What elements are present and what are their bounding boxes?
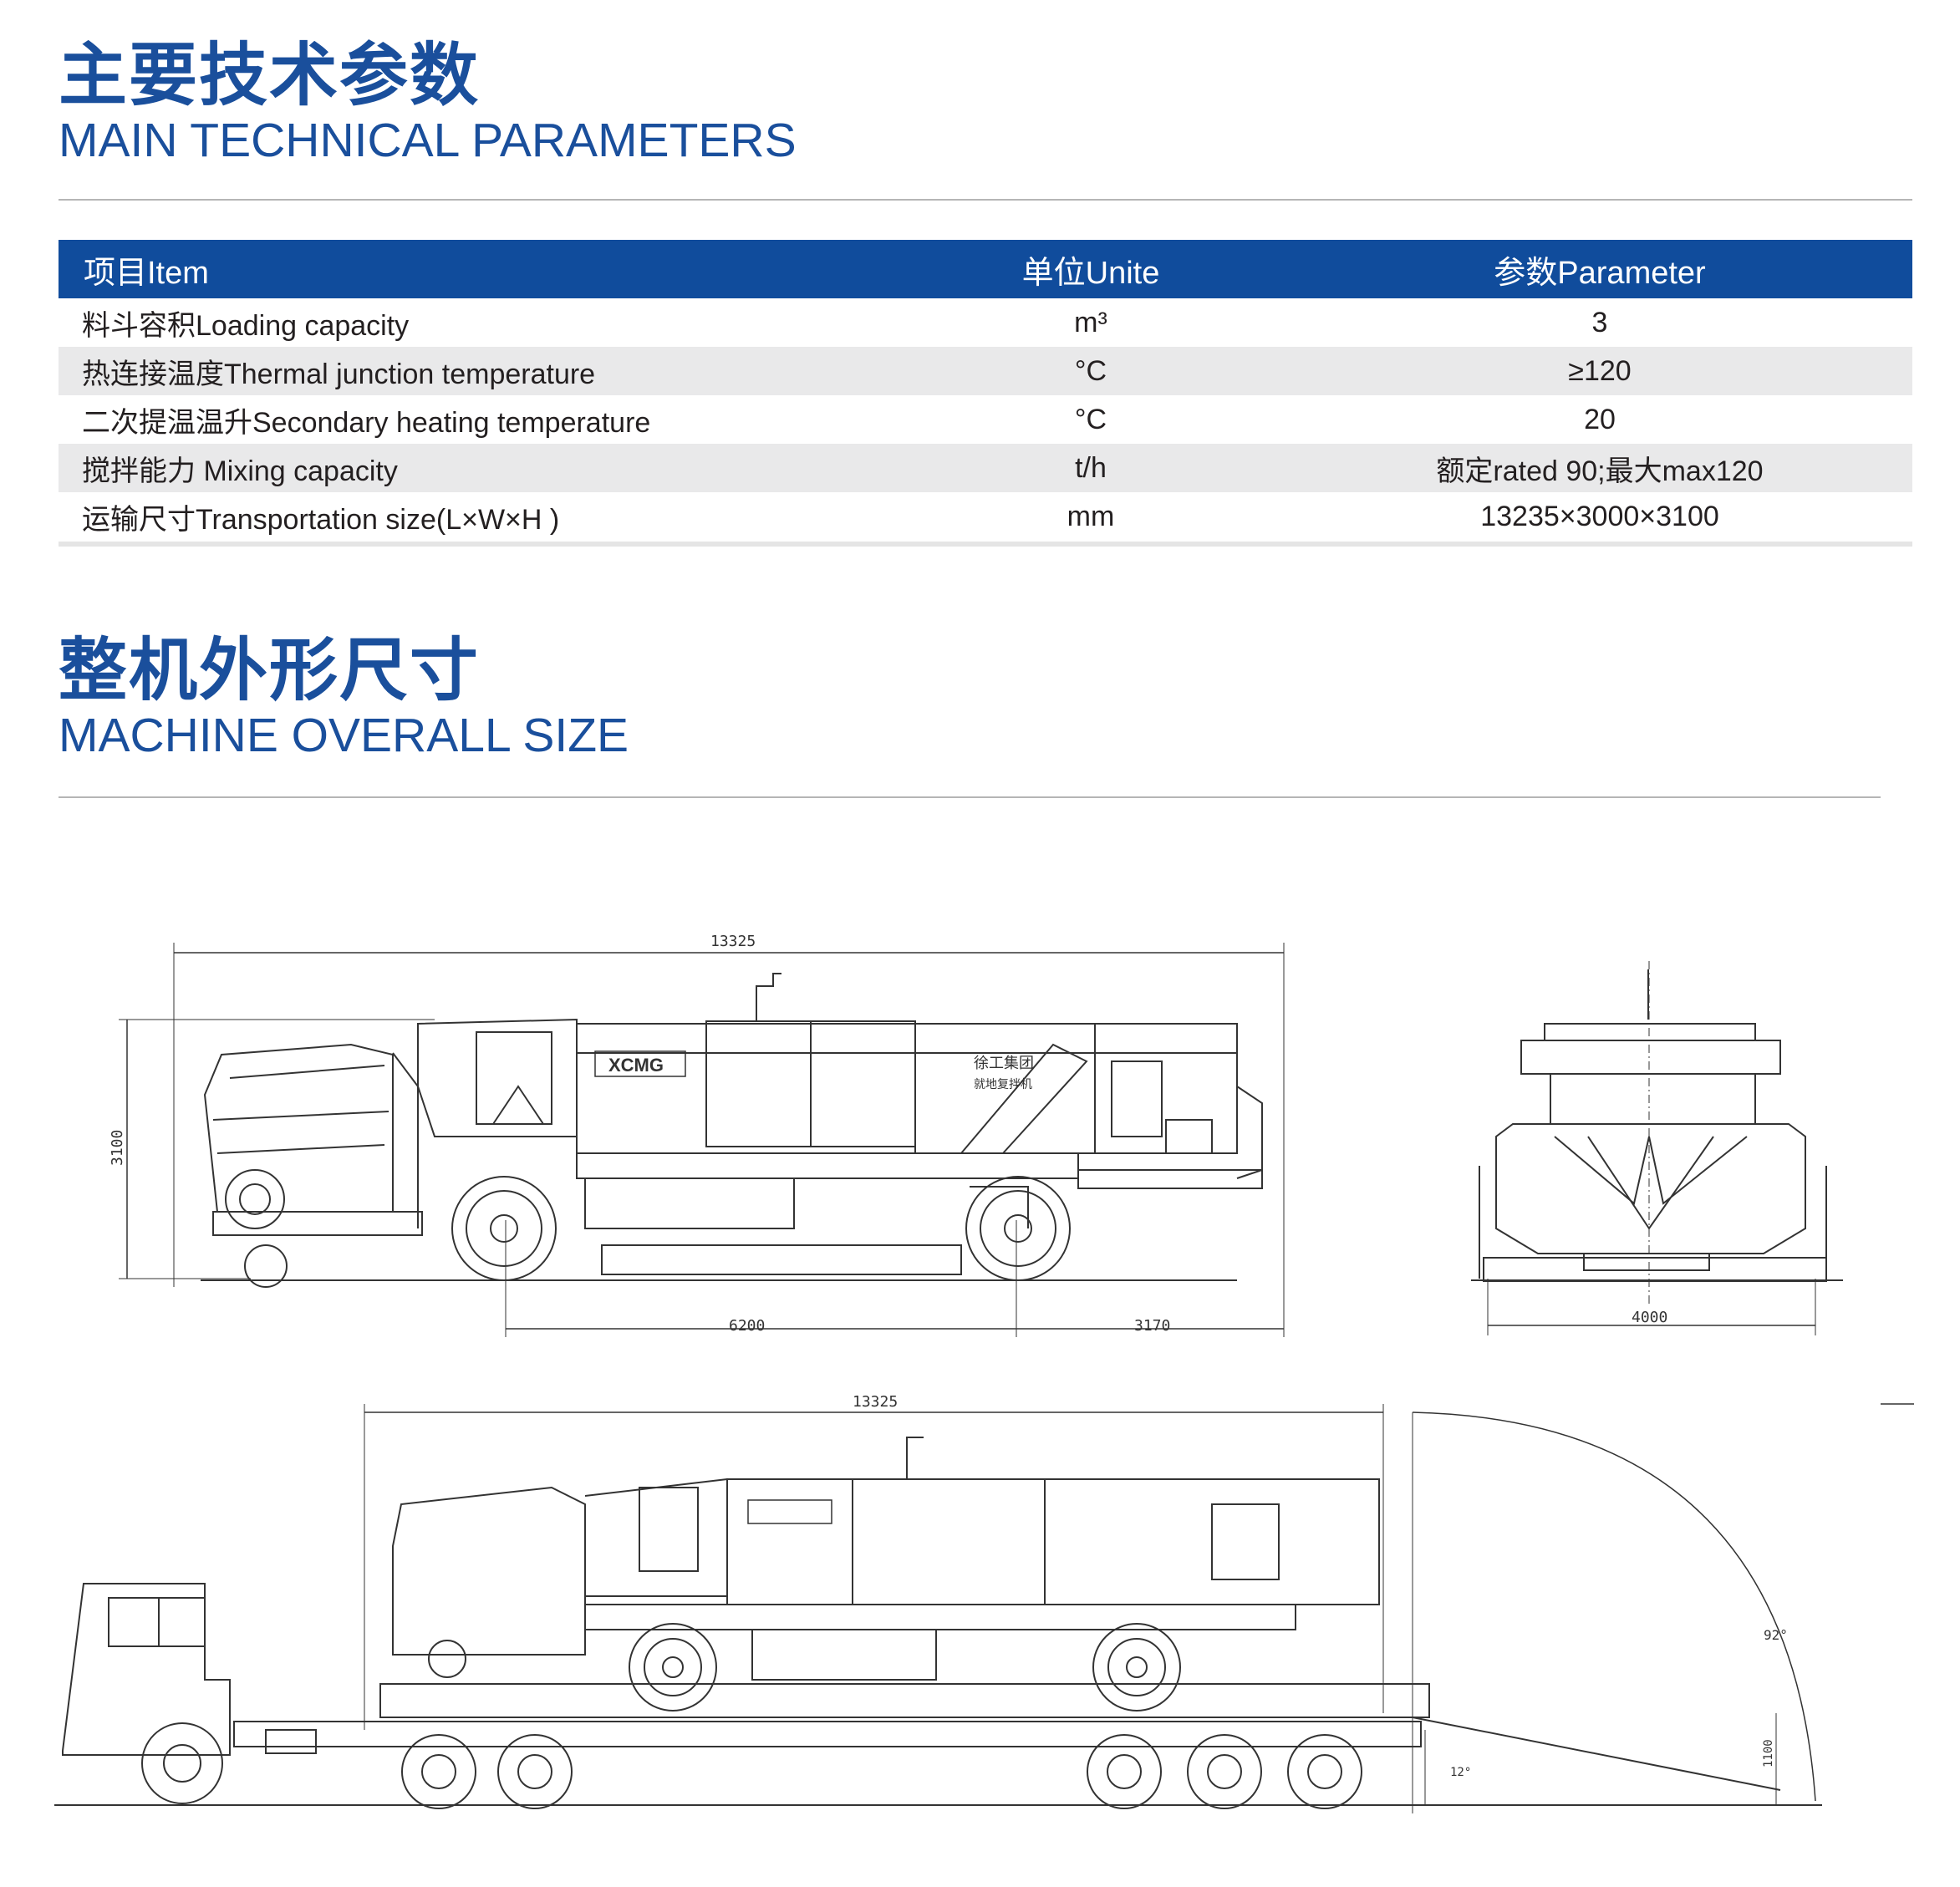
table-bottom-border (59, 542, 1912, 547)
table-row: 搅拌能力 Mixing capacity t/h 额定rated 90;最大ma… (59, 444, 1912, 492)
transport-view-drawing: 13325 92° 12° 1100 (54, 1393, 1822, 1813)
dim-side-length: 13325 (710, 933, 756, 950)
dim-wheelbase: 6200 (729, 1317, 765, 1335)
dim-ramp-angle: 12° (1450, 1766, 1471, 1779)
cell-item: 二次提温温升Secondary heating temperature (82, 406, 651, 439)
machine-cn-label: 就地复拌机 (974, 1077, 1032, 1091)
cell-value: 3 (1591, 306, 1608, 338)
section-divider (59, 796, 1881, 798)
brand-logo: XCMG (608, 1055, 664, 1076)
dim-ramp-swing: 92° (1764, 1627, 1788, 1643)
cell-unit: t/h (1075, 451, 1107, 484)
table-header-row: 项目Item 单位Unite 参数Parameter (59, 240, 1912, 298)
table-row: 运输尺寸Transportation size(L×W×H ) mm 13235… (59, 492, 1912, 541)
cell-item: 料斗容积Loading capacity (82, 309, 410, 342)
brand-cn-label: 徐工集团 (974, 1055, 1034, 1072)
cell-unit: °C (1074, 354, 1107, 387)
dim-side-height: 3100 (109, 1130, 126, 1166)
header-parameter: 参数Parameter (1494, 255, 1706, 291)
table-row: 二次提温温升Secondary heating temperature °C 2… (59, 395, 1912, 444)
dim-transport-length: 13325 (853, 1393, 898, 1411)
table-row: 热连接温度Thermal junction temperature °C ≥12… (59, 347, 1912, 395)
table-row: 料斗容积Loading capacity m³ 3 (59, 298, 1912, 347)
section-title-en: MAIN TECHNICAL PARAMETERS (59, 114, 797, 167)
cell-item: 运输尺寸Transportation size(L×W×H ) (82, 503, 560, 536)
header-unit: 单位Unite (1021, 255, 1160, 291)
dim-deck-height: 1100 (1762, 1739, 1775, 1767)
cell-value: 20 (1584, 403, 1616, 435)
header-item: 项目Item (84, 255, 209, 291)
front-view-drawing: 4000 (1471, 961, 1914, 1405)
section-title-cn: 主要技术参数 (59, 36, 481, 115)
cell-item: 搅拌能力 Mixing capacity (82, 455, 398, 487)
section-title-cn: 整机外形尺寸 (59, 631, 481, 710)
cell-item: 热连接温度Thermal junction temperature (82, 358, 596, 390)
cell-value: ≥120 (1568, 354, 1632, 387)
parameters-table: 项目Item 单位Unite 参数Parameter 料斗容积Loading c… (59, 240, 1912, 541)
dim-rear-overhang: 3170 (1134, 1317, 1170, 1335)
dim-front-width: 4000 (1632, 1309, 1667, 1326)
cell-value: 额定rated 90;最大max120 (1436, 455, 1764, 487)
cell-unit: °C (1074, 403, 1107, 435)
cell-value: 13235×3000×3100 (1480, 500, 1719, 532)
cell-unit: mm (1067, 500, 1115, 532)
section-title-en: MACHINE OVERALL SIZE (59, 709, 629, 762)
cell-unit: m³ (1074, 306, 1107, 338)
section-divider (59, 199, 1912, 201)
side-view-drawing: 13325 3100 6200 3170 (109, 933, 1285, 1337)
